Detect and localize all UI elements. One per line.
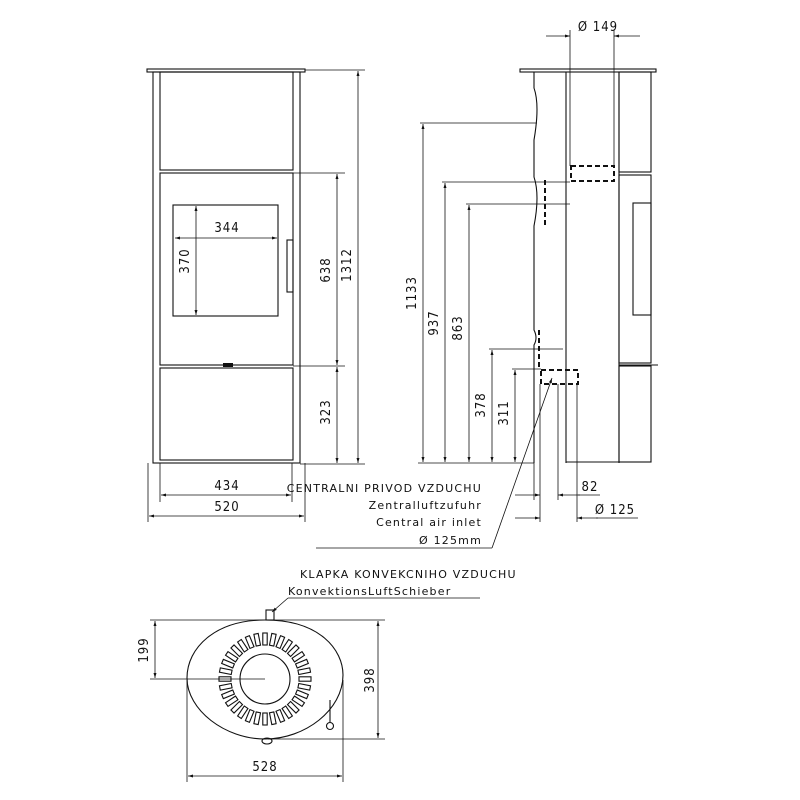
convection-slot xyxy=(230,644,244,658)
convection-slot xyxy=(281,705,294,720)
air-inlet-label: CENTRALNI PRIVOD VZDUCHU Zentralluftzufu… xyxy=(287,482,482,547)
air-inlet-hidden xyxy=(540,369,579,385)
air-inlet-label-cz: CENTRALNI PRIVOD VZDUCHU xyxy=(287,482,482,495)
convection-slot xyxy=(220,658,236,669)
damper-label-de: KonvektionsLuftSchieber xyxy=(288,585,451,598)
convection-slot xyxy=(236,638,249,653)
dim-863: 863 xyxy=(451,315,466,340)
convection-slot xyxy=(275,634,286,650)
top-view: KLAPKA KONVEKCNIHO VZDUCHU KonvektionsLu… xyxy=(137,568,517,782)
convection-slot xyxy=(298,676,312,682)
convection-slot xyxy=(262,712,268,726)
door-handle xyxy=(286,239,294,293)
flue-outlet-hidden xyxy=(570,165,615,182)
dim-flue-diameter: Ø 149 xyxy=(578,20,618,35)
bottom-panel xyxy=(159,367,294,461)
convection-slot xyxy=(218,667,233,676)
convection-slot xyxy=(286,700,300,714)
dim-total-height: 1312 xyxy=(340,248,355,282)
top-panel xyxy=(159,71,294,171)
convection-slot xyxy=(275,708,286,724)
convection-slot xyxy=(253,632,262,647)
dim-inlet-diameter: Ø 125 xyxy=(595,503,635,518)
side-front-profile xyxy=(533,72,538,463)
convection-slot xyxy=(291,650,306,663)
convection-slot xyxy=(230,700,244,714)
dim-inner-width: 434 xyxy=(214,479,239,494)
convection-slot xyxy=(262,632,268,646)
side-bottom-panel xyxy=(618,365,652,463)
convection-slot xyxy=(218,682,233,691)
dim-width: 528 xyxy=(252,760,277,775)
convection-slot xyxy=(291,695,306,708)
convection-slot xyxy=(244,634,255,650)
side-window-recess xyxy=(632,202,652,316)
convection-slot xyxy=(294,689,310,700)
dim-total-width: 520 xyxy=(214,500,239,515)
dim-center-offset: 199 xyxy=(137,637,152,662)
convection-slot xyxy=(253,711,262,726)
stove-top-outline xyxy=(186,619,344,740)
dim-door-height: 638 xyxy=(319,257,334,282)
dim-1133: 1133 xyxy=(405,276,420,310)
air-inlet-label-de: Zentralluftzufuhr xyxy=(369,499,482,512)
dim-82: 82 xyxy=(582,480,599,495)
convection-slot xyxy=(236,705,249,720)
convection-slot xyxy=(297,667,312,676)
door-latch xyxy=(223,363,233,367)
convection-slot xyxy=(286,644,300,658)
damper-label-cz: KLAPKA KONVEKCNIHO VZDUCHU xyxy=(300,568,517,581)
side-top-panel xyxy=(618,71,652,173)
side-top-plate xyxy=(519,68,657,73)
dim-378: 378 xyxy=(474,392,489,417)
convection-slot xyxy=(294,658,310,669)
dim-base-height: 323 xyxy=(319,399,334,424)
convection-slot xyxy=(220,689,236,700)
bottom-tab xyxy=(261,737,273,745)
front-view: 344 370 638 323 1312 434 520 xyxy=(146,68,365,522)
side-view: Ø 149 1133 937 863 378 311 82 Ø 125 xyxy=(316,20,658,549)
convection-slot xyxy=(281,638,294,653)
convection-slot xyxy=(244,708,255,724)
convection-slot xyxy=(268,632,277,647)
convection-slots xyxy=(218,632,312,726)
air-inlet-leader xyxy=(491,377,553,549)
convection-slot xyxy=(224,650,239,663)
dim-glass-width: 344 xyxy=(214,221,239,236)
convection-slot xyxy=(297,682,312,691)
air-inlet-label-en: Central air inlet xyxy=(376,516,482,529)
air-inlet-label-size: Ø 125mm xyxy=(419,534,482,547)
dim-311: 311 xyxy=(497,400,512,425)
dim-glass-height: 370 xyxy=(178,248,193,273)
damper-knob xyxy=(325,721,335,731)
dim-937: 937 xyxy=(427,310,442,335)
convection-slot xyxy=(268,711,277,726)
convection-slot xyxy=(224,695,239,708)
glass-window xyxy=(172,204,279,317)
dim-depth: 398 xyxy=(363,667,378,692)
